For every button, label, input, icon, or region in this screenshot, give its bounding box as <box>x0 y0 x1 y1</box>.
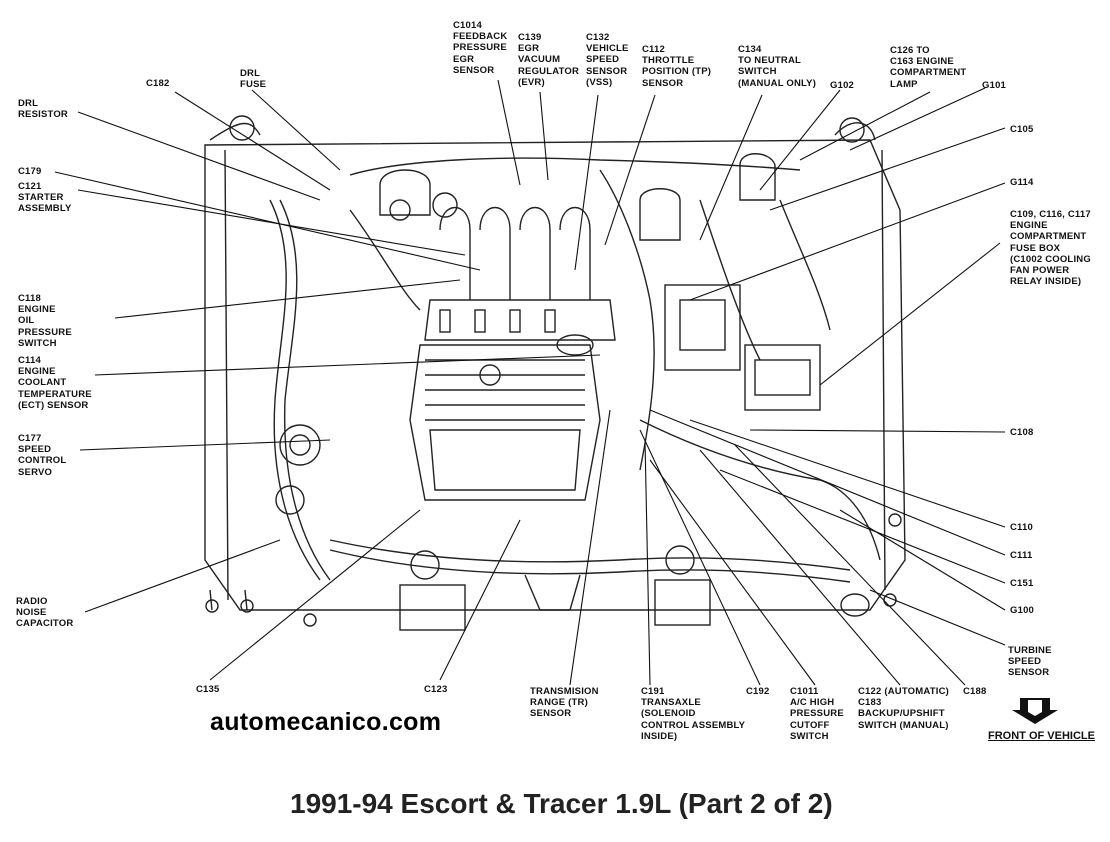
label-c118: C118 ENGINE OIL PRESSURE SWITCH <box>18 293 72 349</box>
label-radio-noise-capacitor: RADIO NOISE CAPACITOR <box>16 596 74 630</box>
label-c105: C105 <box>1010 124 1034 135</box>
label-c1011: C1011 A/C HIGH PRESSURE CUTOFF SWITCH <box>790 686 844 742</box>
label-turbine-speed-sensor: TURBINE SPEED SENSOR <box>1008 645 1052 679</box>
label-c112: C112 THROTTLE POSITION (TP) SENSOR <box>642 44 712 89</box>
website-watermark: automecanico.com <box>210 708 442 736</box>
label-c122: C122 (AUTOMATIC) C183 BACKUP/UPSHIFT SWI… <box>858 686 949 731</box>
label-g101: G101 <box>982 80 1007 91</box>
label-g100: G100 <box>1010 605 1035 616</box>
label-c108: C108 <box>1010 427 1034 438</box>
label-g102: G102 <box>830 80 855 91</box>
label-c132: C132 VEHICLE SPEED SENSOR (VSS) <box>586 32 629 88</box>
front-of-vehicle-label: FRONT OF VEHICLE <box>988 730 1095 742</box>
label-drl-fuse: DRL FUSE <box>240 68 267 91</box>
label-c126: C126 TO C163 ENGINE COMPARTMENT LAMP <box>890 45 967 90</box>
label-c134: C134 TO NEUTRAL SWITCH (MANUAL ONLY) <box>738 44 817 89</box>
label-c110: C110 <box>1010 522 1033 533</box>
diagram-title: 1991-94 Escort & Tracer 1.9L (Part 2 of … <box>290 788 833 819</box>
front-arrow-icon <box>1012 698 1058 724</box>
label-c111: C111 <box>1010 550 1033 561</box>
label-c121: C121 STARTER ASSEMBLY <box>18 181 72 215</box>
label-c109: C109, C116, C117 ENGINE COMPARTMENT FUSE… <box>1010 209 1091 288</box>
label-c1014: C1014 FEEDBACK PRESSURE EGR SENSOR <box>453 20 508 76</box>
label-c139: C139 EGR VACUUM REGULATOR (EVR) <box>518 32 580 88</box>
label-c188: C188 <box>963 686 987 697</box>
label-g114: G114 <box>1010 177 1034 188</box>
label-c177: C177 SPEED CONTROL SERVO <box>18 433 67 478</box>
label-c114: C114 ENGINE COOLANT TEMPERATURE (ECT) SE… <box>18 355 92 411</box>
label-c179: C179 <box>18 166 42 177</box>
label-tr-sensor: TRANSMISION RANGE (TR) SENSOR <box>530 686 599 720</box>
label-c191: C191 TRANSAXLE (SOLENOID CONTROL ASSEMBL… <box>641 686 746 742</box>
label-c151: C151 <box>1010 578 1034 589</box>
label-c123: C123 <box>424 684 448 695</box>
label-drl-resistor: DRL RESISTOR <box>18 98 68 121</box>
label-c135: C135 <box>196 684 220 695</box>
label-c192: C192 <box>746 686 770 697</box>
label-c182: C182 <box>146 78 170 89</box>
